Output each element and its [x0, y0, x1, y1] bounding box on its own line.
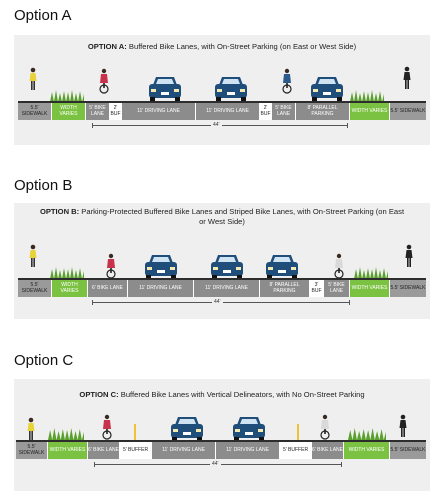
- dimension-tick: [347, 123, 348, 128]
- segment-buffer: 5' BUFFER: [120, 442, 152, 459]
- segment-bike-lane: 6' BIKE LANE: [312, 442, 344, 459]
- pedestrian-icon: [404, 244, 414, 268]
- delineator-icon: [134, 424, 136, 440]
- cyclist-icon: [100, 414, 114, 440]
- grass-icon: [50, 88, 84, 102]
- dimension-tick: [349, 300, 350, 305]
- option-c-heading: Option C: [14, 352, 74, 369]
- road-surface-line: [16, 440, 426, 442]
- segment-bike-lane: 5' BIKE LANE: [272, 103, 296, 120]
- option-a-caption-bold: OPTION A:: [87, 42, 127, 51]
- cyclist-icon: [332, 253, 346, 279]
- segment-bike-lane: 6' BIKE LANE: [88, 280, 128, 297]
- segment-sidewalk: 5.5' SIDEWALK: [390, 103, 426, 120]
- cyclist-icon: [280, 68, 294, 94]
- segment-sidewalk: 5.5' SIDEWALK: [390, 442, 426, 459]
- segment-buffer: 2' BUF: [110, 103, 122, 120]
- option-c-caption-bold: OPTION C:: [79, 390, 119, 399]
- segment-driving-lane: 11' DRIVING LANE: [152, 442, 216, 459]
- segment-driving-lane: 11' DRIVING LANE: [216, 442, 280, 459]
- option-c-caption: OPTION C: Buffered Bike Lanes with Verti…: [14, 390, 430, 400]
- segment-width-varies: WIDTH VARIES: [52, 280, 88, 297]
- option-b-caption-text: Parking-Protected Buffered Bike Lanes an…: [79, 207, 405, 226]
- car-icon: [144, 253, 178, 279]
- grass-icon: [354, 265, 388, 279]
- car-icon: [310, 75, 344, 101]
- segment-width-varies: WIDTH VARIES: [350, 280, 390, 297]
- cyclist-icon: [104, 253, 118, 279]
- option-a-caption-text: Buffered Bike Lanes, with On-Street Park…: [126, 42, 357, 51]
- dimension-label: 44': [210, 461, 221, 467]
- segment-driving-lane: 11' DRIVING LANE: [196, 103, 260, 120]
- segment-bike-lane: 5' BIKE LANE: [86, 103, 110, 120]
- car-icon: [214, 75, 248, 101]
- car-icon: [210, 253, 244, 279]
- segment-parallel-parking: 8' PARALLEL PARKING: [296, 103, 350, 120]
- option-b-panel: OPTION B: Parking-Protected Buffered Bik…: [14, 203, 430, 319]
- car-icon: [170, 415, 204, 441]
- segment-bike-lane: 5' BIKE LANE: [324, 280, 350, 297]
- option-a-panel: OPTION A: Buffered Bike Lanes, with On-S…: [14, 35, 430, 145]
- option-a-caption: OPTION A: Buffered Bike Lanes, with On-S…: [14, 42, 430, 52]
- grass-icon: [50, 265, 84, 279]
- segment-width-varies: WIDTH VARIES: [344, 442, 390, 459]
- grass-icon: [348, 426, 386, 440]
- segment-width-varies: WIDTH VARIES: [350, 103, 390, 120]
- dimension-tick: [341, 462, 342, 467]
- pedestrian-icon: [28, 244, 38, 268]
- pedestrian-icon: [28, 67, 38, 91]
- cyclist-icon: [97, 68, 111, 94]
- segment-buffer: 5' BUFFER: [280, 442, 312, 459]
- dimension-label: 44': [212, 299, 223, 305]
- option-a-heading: Option A: [14, 7, 72, 24]
- segment-bike-lane: 6' BIKE LANE: [88, 442, 120, 459]
- option-c-caption-text: Buffered Bike Lanes with Vertical Deline…: [118, 390, 365, 399]
- option-c-panel: OPTION C: Buffered Bike Lanes with Verti…: [14, 379, 430, 491]
- option-b-caption-bold: OPTION B:: [39, 207, 80, 216]
- road-surface-line: [18, 278, 426, 280]
- segment-sidewalk: 5.5' SIDEWALK: [390, 280, 426, 297]
- road-surface-line: [18, 101, 426, 103]
- option-b-caption: OPTION B: Parking-Protected Buffered Bik…: [14, 207, 430, 227]
- car-icon: [265, 253, 299, 279]
- segment-parallel-parking: 8' PARALLEL PARKING: [260, 280, 310, 297]
- cyclist-icon: [318, 414, 332, 440]
- pedestrian-icon: [398, 414, 408, 438]
- segment-sidewalk: 5.5' SIDEWALK: [16, 442, 48, 459]
- car-icon: [148, 75, 182, 101]
- segment-buffer: 3' BUF: [310, 280, 324, 297]
- segment-driving-lane: 11' DRIVING LANE: [194, 280, 260, 297]
- segment-sidewalk: 5.5' SIDEWALK: [18, 280, 52, 297]
- option-b-heading: Option B: [14, 177, 73, 194]
- grass-icon: [48, 426, 84, 440]
- segment-driving-lane: 11' DRIVING LANE: [122, 103, 196, 120]
- segment-width-varies: WIDTH VARIES: [52, 103, 86, 120]
- car-icon: [232, 415, 266, 441]
- segment-width-varies: WIDTH VARIES: [48, 442, 88, 459]
- pedestrian-icon: [26, 417, 36, 441]
- segment-sidewalk: 5.5' SIDEWALK: [18, 103, 52, 120]
- delineator-icon: [297, 424, 299, 440]
- segment-driving-lane: 11' DRIVING LANE: [128, 280, 194, 297]
- grass-icon: [350, 88, 384, 102]
- dimension-label: 44': [211, 122, 222, 128]
- pedestrian-icon: [402, 66, 412, 90]
- segment-buffer: 2' BUF: [260, 103, 272, 120]
